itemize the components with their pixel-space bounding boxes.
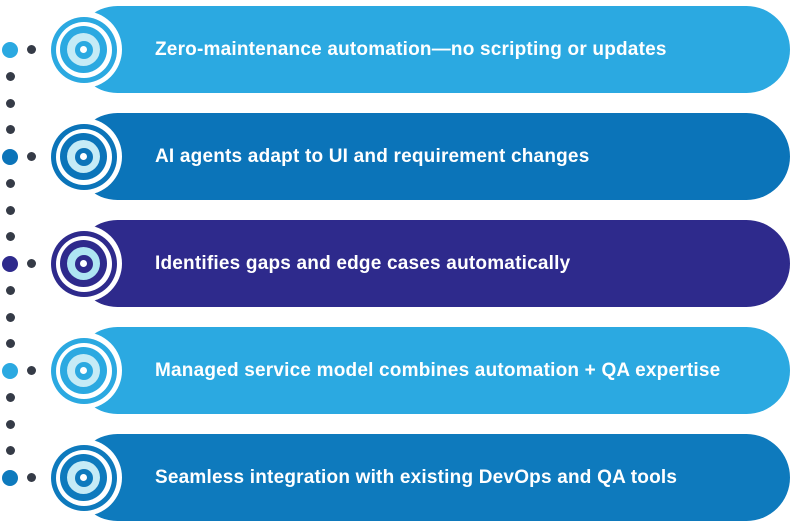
timeline-dot [2, 41, 18, 58]
feature-row-2: AI agents adapt to UI and requirement ch… [0, 113, 792, 200]
timeline-gap-dot [5, 446, 15, 456]
timeline-gap-dot [5, 392, 15, 402]
ripple-target-icon [45, 118, 122, 195]
feature-bar [74, 434, 790, 521]
feature-bar [74, 220, 790, 307]
timeline-gap-dot [5, 339, 15, 349]
timeline-subdot [26, 473, 36, 482]
timeline-gap-dots [5, 178, 15, 259]
feature-label: Managed service model combines automatio… [155, 359, 721, 381]
timeline-dot [2, 148, 18, 165]
ripple-target-icon [45, 439, 122, 516]
timeline-gap-dots [5, 392, 15, 473]
timeline-gap-dot [5, 285, 15, 295]
timeline-subdot [26, 366, 36, 375]
timeline-gap-dots [5, 71, 15, 152]
feature-label: AI agents adapt to UI and requirement ch… [155, 145, 590, 167]
feature-label: Seamless integration with existing DevOp… [155, 466, 678, 488]
timeline-gap-dots [5, 285, 15, 366]
timeline-dot [2, 362, 18, 379]
timeline-gap-dot [5, 98, 15, 108]
timeline-subdot [26, 259, 36, 268]
feature-row-1: Zero-maintenance automation—no scripting… [0, 6, 792, 93]
timeline-gap-dot [5, 125, 15, 135]
timeline-gap-dot [5, 205, 15, 215]
feature-bar [74, 327, 790, 414]
feature-bar [74, 6, 790, 93]
feature-row-4: Managed service model combines automatio… [0, 327, 792, 414]
timeline-subdot [26, 152, 36, 161]
timeline-gap-dot [5, 178, 15, 188]
timeline-subdot [26, 45, 36, 54]
feature-label: Identifies gaps and edge cases automatic… [155, 252, 571, 274]
timeline-gap-dot [5, 232, 15, 242]
timeline-gap-dot [5, 71, 15, 81]
timeline-gap-dot [5, 312, 15, 322]
ripple-target-icon [45, 332, 122, 409]
ripple-target-icon [45, 11, 122, 88]
feature-row-3: Identifies gaps and edge cases automatic… [0, 220, 792, 307]
feature-row-5: Seamless integration with existing DevOp… [0, 434, 792, 521]
ripple-target-icon [45, 225, 122, 302]
timeline-gap-dot [5, 419, 15, 429]
timeline-dot [2, 469, 18, 486]
timeline-dot [2, 255, 18, 272]
feature-bar [74, 113, 790, 200]
feature-label: Zero-maintenance automation—no scripting… [155, 38, 667, 60]
